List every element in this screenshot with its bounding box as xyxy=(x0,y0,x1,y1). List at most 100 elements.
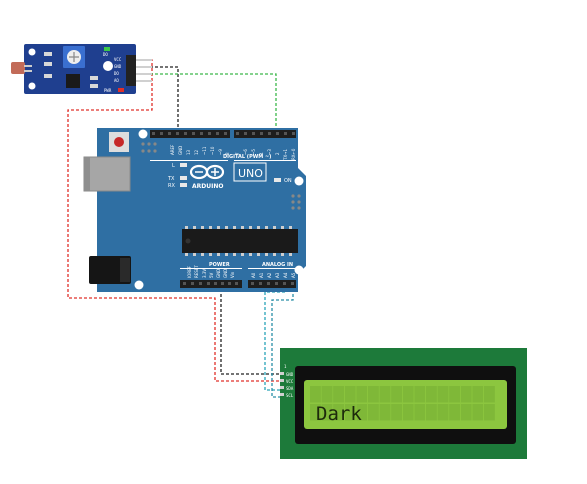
lcd-pin-vcc: VCC xyxy=(286,379,294,384)
chip-pins-top xyxy=(185,226,292,229)
lcd-char-cell xyxy=(391,386,402,403)
comparator-chip xyxy=(66,74,80,88)
pin-label-13: 13 xyxy=(186,149,191,155)
lcd-char-cell xyxy=(344,404,356,421)
pin-label-9: ~9 xyxy=(218,149,223,155)
digital-pin-labels: 13 12 ~11 ~10 ~9 8 7 ~6 ~5 4 ~3 2 TX→1 R… xyxy=(186,146,296,161)
pin-label-6: ~6 xyxy=(243,149,248,155)
pwr-led xyxy=(118,88,124,92)
lcd-char-cell xyxy=(356,386,368,403)
lcd-pin-sda: SDA xyxy=(286,386,294,391)
photoresistor-icon xyxy=(11,62,25,74)
sensor-pcb xyxy=(24,44,136,94)
mounting-hole xyxy=(28,48,36,56)
arduino-uno: AREF GND 13 12 ~11 ~10 ~9 8 7 ~6 ~5 4 ~3… xyxy=(83,128,306,292)
pin-label-vin: Vin xyxy=(230,271,235,278)
lcd-char-cell xyxy=(472,386,484,403)
pin-label-a0: A0 xyxy=(251,272,256,278)
led-label-tx: TX xyxy=(167,176,175,182)
lcd-char-cell xyxy=(414,386,426,403)
lcd-pin-number: 1 xyxy=(284,364,287,369)
pin-label-3v3: 3.3V xyxy=(202,269,207,278)
pin-label-10: ~10 xyxy=(210,146,215,155)
power-header-label: POWER xyxy=(209,262,230,268)
sensor-pin-ao: AO xyxy=(114,78,119,83)
usb-port-icon xyxy=(83,156,131,192)
arduino-logo-text: ARDUINO xyxy=(192,183,223,190)
led-label-rx: RX xyxy=(168,183,175,189)
pin-label-a5: A5 xyxy=(291,272,296,278)
lcd-char-cell xyxy=(460,386,472,403)
lcd-char-cell xyxy=(402,386,414,403)
microcontroller-chip-icon xyxy=(182,229,298,253)
do-led xyxy=(104,47,110,51)
pin-label-a2: A2 xyxy=(267,272,272,278)
pin-label-gnd-top: GND xyxy=(178,146,183,155)
lcd-char-cell xyxy=(344,386,356,403)
uno-badge xyxy=(233,162,267,182)
lcd-char-cell xyxy=(460,404,472,421)
power-header xyxy=(180,280,242,288)
wire-scl xyxy=(271,284,294,398)
lcd-pin-gnd: GND xyxy=(286,372,294,377)
lcd-char-cell xyxy=(391,404,402,421)
mounting-hole xyxy=(138,129,148,139)
pin-label-12: 12 xyxy=(194,149,199,155)
lcd-char-cell xyxy=(368,386,379,403)
pin-label-3: ~3 xyxy=(267,149,272,155)
wire-vcc xyxy=(67,59,282,382)
lcd-char-cell xyxy=(437,386,449,403)
lcd-module: Dark 1 GND VCC SDA SCL xyxy=(280,348,527,459)
wire-gnd xyxy=(150,66,179,130)
lcd-char-cell xyxy=(414,404,426,421)
led-label-on: ON xyxy=(284,178,292,184)
pin-label-5: ~5 xyxy=(251,149,256,155)
lcd-char-cell xyxy=(484,386,495,403)
pin-label-a3: A3 xyxy=(275,272,280,278)
lcd-char-cell xyxy=(426,386,437,403)
pin-label-aref: AREF xyxy=(170,144,175,155)
lcd-display-text: Dark xyxy=(316,403,362,425)
lcd-char-cell xyxy=(472,404,484,421)
digital-header-label: DIGITAL (PWM ~) xyxy=(223,154,271,160)
led-rx xyxy=(180,183,187,187)
lcd-char-cell xyxy=(379,404,391,421)
lcd-char-cell xyxy=(310,386,321,403)
pin-label-a4: A4 xyxy=(283,272,288,278)
lcd-char-cell xyxy=(449,404,460,421)
lcd-character-grid xyxy=(310,386,495,421)
lcd-char-cell xyxy=(310,404,321,421)
led-tx xyxy=(180,176,187,180)
pin-label-4: 4 xyxy=(259,152,264,155)
pin-label-0: RX←0 xyxy=(291,148,296,160)
chip-pins-bottom xyxy=(185,253,292,256)
icsp-header-usb xyxy=(141,142,157,153)
sensor-pin-do: DO xyxy=(114,71,119,76)
lcd-char-cell xyxy=(368,404,379,421)
pin-label-reset: RESET xyxy=(194,265,199,278)
mounting-hole xyxy=(294,176,304,186)
sensor-pin-header xyxy=(126,55,152,86)
pin-label-ioref: IOREF xyxy=(187,265,192,278)
lcd-char-cell xyxy=(321,386,333,403)
lcd-pin-scl: SCL xyxy=(286,393,294,398)
lcd-char-cell xyxy=(379,386,391,403)
icsp-header-right xyxy=(291,194,301,210)
pin-label-11: ~11 xyxy=(202,146,207,155)
led-l xyxy=(180,163,187,167)
lcd-char-cell xyxy=(484,404,495,421)
wire-gnd-lcd xyxy=(220,284,282,375)
digital-header-holes xyxy=(152,132,295,135)
lcd-char-cell xyxy=(449,386,460,403)
wires xyxy=(67,59,294,398)
wire-do xyxy=(150,73,277,130)
uno-model-text: UNO xyxy=(238,167,263,180)
mounting-hole xyxy=(103,61,113,71)
lcd-pin-header xyxy=(280,372,284,396)
led-on xyxy=(274,178,281,182)
pin-label-7: 7 xyxy=(235,152,240,155)
led-label-l: L xyxy=(172,163,175,169)
mounting-hole xyxy=(294,265,304,275)
pin-label-a1: A1 xyxy=(259,272,264,278)
power-pin-labels: IOREF RESET 3.3V 5V GND GND Vin xyxy=(187,265,235,278)
